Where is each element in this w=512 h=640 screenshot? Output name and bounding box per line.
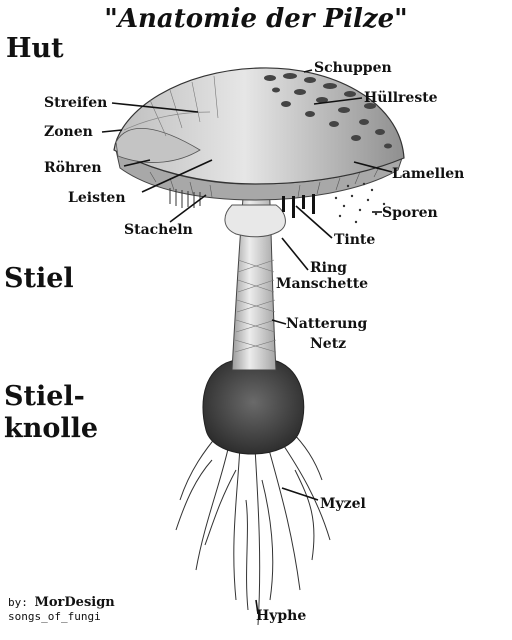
label-lamellen: Lamellen bbox=[392, 166, 465, 182]
credit-handle: songs_of_fungi bbox=[8, 610, 101, 623]
credit-author: MorDesign bbox=[34, 595, 115, 610]
label-myzel: Myzel bbox=[320, 496, 366, 512]
label-roehren: Röhren bbox=[44, 160, 102, 176]
section-stiel: Stiel bbox=[4, 263, 74, 294]
cap-zones bbox=[123, 111, 211, 131]
mycelium bbox=[175, 429, 331, 626]
stem-bulb bbox=[202, 359, 305, 455]
stem-ring bbox=[224, 204, 286, 238]
label-leisten: Leisten bbox=[68, 190, 126, 206]
label-streifen: Streifen bbox=[44, 95, 108, 111]
spines bbox=[169, 188, 201, 208]
credit-by: by: bbox=[8, 596, 28, 609]
ink-drips bbox=[282, 194, 315, 218]
cap-scales bbox=[264, 73, 392, 149]
leader-lines bbox=[101, 69, 393, 615]
credit: by: MorDesign songs_of_fungi bbox=[8, 596, 115, 624]
label-manschette: Manschette bbox=[276, 276, 369, 292]
page-title: "Anatomie der Pilze" bbox=[104, 4, 408, 34]
section-hut: Hut bbox=[6, 33, 64, 64]
gill-lines bbox=[149, 164, 381, 198]
stem-netting bbox=[234, 259, 277, 353]
label-schuppen: Schuppen bbox=[314, 60, 392, 76]
cap bbox=[113, 67, 405, 185]
label-zonen: Zonen bbox=[44, 124, 93, 140]
label-ring: Ring bbox=[310, 260, 347, 276]
label-tinte: Tinte bbox=[334, 232, 376, 248]
spores bbox=[334, 182, 386, 224]
section-stielknolle-line2: knolle bbox=[4, 413, 99, 444]
label-huellreste: Hüllreste bbox=[364, 90, 438, 106]
label-stacheln: Stacheln bbox=[124, 222, 193, 238]
section-stielknolle-line1: Stiel- bbox=[4, 381, 85, 412]
label-sporen: Sporen bbox=[382, 205, 438, 221]
label-hyphe: Hyphe bbox=[256, 608, 307, 624]
label-natterung: Natterung bbox=[286, 316, 368, 332]
label-netz: Netz bbox=[310, 336, 347, 352]
